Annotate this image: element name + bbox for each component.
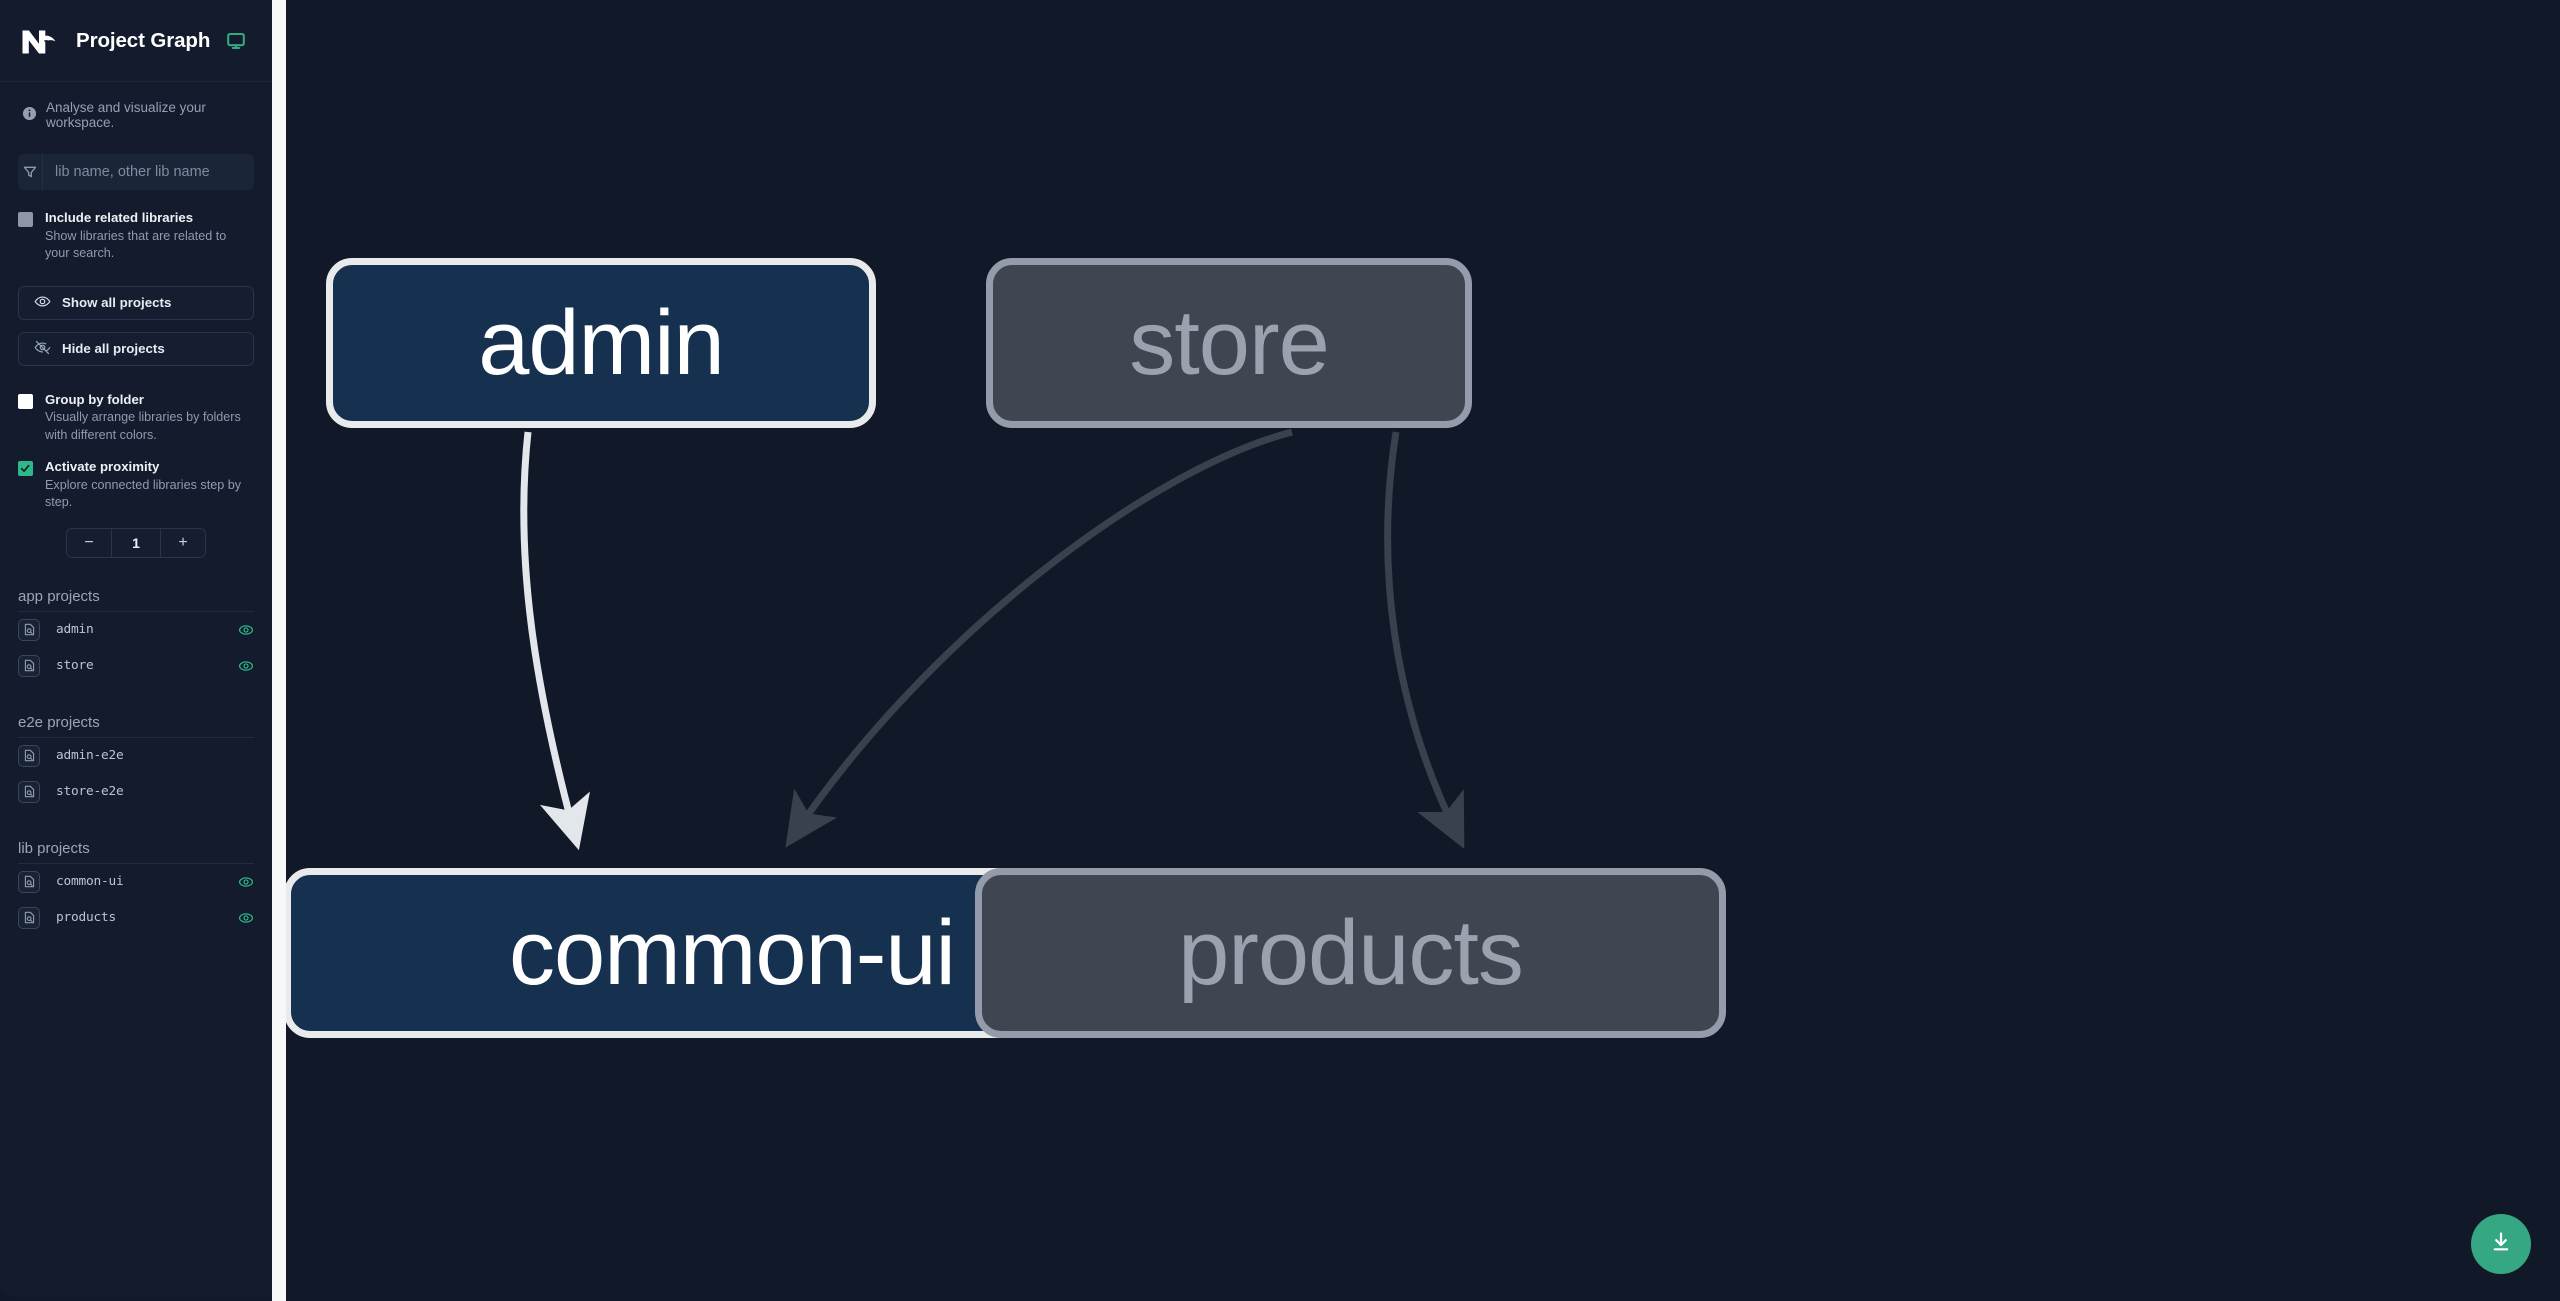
- project-icon: [18, 870, 40, 893]
- hide-all-projects-label: Hide all projects: [62, 341, 165, 357]
- sidebar-subtitle: Analyse and visualize your workspace.: [0, 82, 272, 130]
- eye-off-icon: [34, 339, 51, 359]
- project-name: store-e2e: [56, 784, 124, 800]
- option-title: Activate proximity: [45, 459, 160, 475]
- show-all-projects-label: Show all projects: [62, 295, 172, 311]
- nx-logo-icon: [18, 20, 60, 62]
- check-icon: [20, 464, 30, 473]
- group-heading-e2e-projects: e2e projects: [18, 714, 254, 738]
- project-name: products: [56, 910, 117, 926]
- info-icon: [22, 106, 37, 124]
- project-name: admin: [56, 622, 94, 638]
- sidebar-header: Project Graph: [0, 0, 272, 82]
- search-field[interactable]: [18, 154, 254, 190]
- edge-store-to-products: [1384, 431, 1465, 849]
- sidebar-scrollbar[interactable]: [272, 0, 286, 1301]
- project-name: store: [56, 658, 94, 674]
- graph-node-label: common-ui: [508, 902, 956, 1004]
- show-all-projects-button[interactable]: Show all projects: [18, 285, 254, 320]
- monitor-icon[interactable]: [226, 31, 246, 51]
- group-heading-lib-projects: lib projects: [18, 840, 254, 864]
- download-graph-button[interactable]: [2471, 1214, 2531, 1274]
- option-group-by-folder[interactable]: Group by folder Visually arrange librari…: [0, 391, 272, 445]
- project-row-admin[interactable]: admin: [0, 612, 272, 648]
- project-icon: [18, 780, 40, 803]
- graph-node-label: store: [1129, 292, 1330, 394]
- option-include-related-libraries[interactable]: Include related libraries Show libraries…: [0, 209, 272, 263]
- project-name: admin-e2e: [56, 748, 124, 764]
- project-row-admin-e2e[interactable]: admin-e2e: [0, 738, 272, 774]
- proximity-value: 1: [112, 528, 160, 557]
- project-row-products[interactable]: products: [0, 900, 272, 936]
- project-row-common-ui[interactable]: common-ui: [0, 864, 272, 900]
- project-icon: [18, 618, 40, 641]
- project-icon: [18, 906, 40, 929]
- activate-proximity-checkbox[interactable]: [18, 461, 33, 477]
- option-desc: Explore connected libraries step by step…: [45, 477, 242, 510]
- option-activate-proximity[interactable]: Activate proximity Explore connected lib…: [0, 458, 272, 512]
- graph-node-store[interactable]: store: [986, 258, 1472, 428]
- graph-node-products[interactable]: products: [975, 868, 1726, 1038]
- project-row-store[interactable]: store: [0, 648, 272, 684]
- graph-node-label: admin: [478, 292, 725, 394]
- proximity-increment-button[interactable]: +: [160, 528, 205, 557]
- proximity-stepper: − 1 +: [18, 527, 254, 558]
- option-desc: Show libraries that are related to your …: [45, 228, 227, 261]
- hide-all-projects-button[interactable]: Hide all projects: [18, 331, 254, 366]
- graph-node-admin[interactable]: admin: [326, 258, 876, 428]
- download-icon: [2488, 1229, 2514, 1260]
- edge-store-to-common-ui: [785, 428, 1293, 848]
- edge-admin-to-common-ui: [520, 431, 590, 851]
- project-icon: [18, 654, 40, 677]
- group-by-folder-checkbox[interactable]: [18, 393, 33, 409]
- search-input[interactable]: [43, 154, 254, 190]
- include-related-libraries-checkbox[interactable]: [18, 212, 33, 227]
- option-desc: Visually arrange libraries by folders wi…: [45, 410, 241, 442]
- project-visibility-icon[interactable]: [238, 658, 254, 674]
- graph-edges: [520, 428, 1465, 851]
- eye-icon: [34, 293, 51, 313]
- group-heading-app-projects: app projects: [18, 588, 254, 612]
- sidebar-subtitle-text: Analyse and visualize your workspace.: [46, 100, 206, 130]
- project-icon: [18, 744, 40, 767]
- project-visibility-icon[interactable]: [238, 622, 254, 638]
- page-title: Project Graph: [76, 28, 211, 52]
- sidebar: Project Graph Analyse and visualize your…: [0, 0, 272, 1297]
- project-visibility-icon[interactable]: [238, 874, 254, 890]
- graph-canvas[interactable]: admin store common-ui products: [286, 0, 2560, 1301]
- funnel-icon: [18, 154, 43, 190]
- project-name: common-ui: [56, 874, 124, 890]
- option-title: Include related libraries: [45, 210, 194, 225]
- graph-node-label: products: [1178, 902, 1524, 1004]
- proximity-decrement-button[interactable]: −: [67, 528, 112, 557]
- project-visibility-icon[interactable]: [238, 910, 254, 926]
- option-title: Group by folder: [45, 391, 144, 407]
- project-row-store-e2e[interactable]: store-e2e: [0, 774, 272, 810]
